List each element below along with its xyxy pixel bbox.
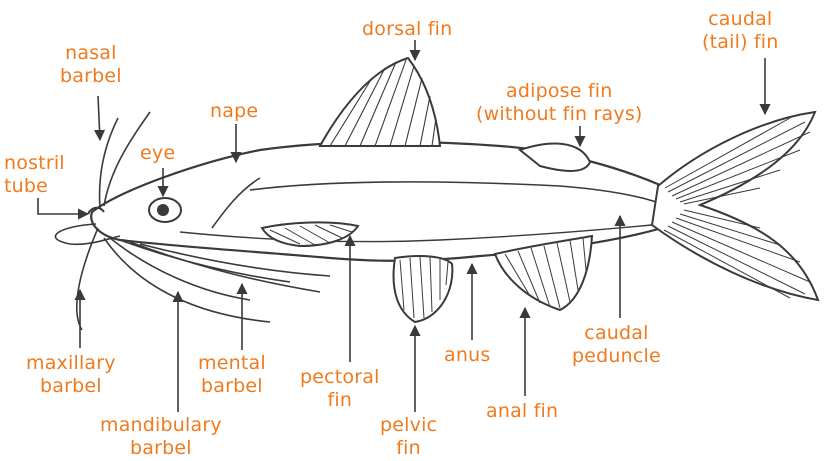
label-mental-barbel: mental barbel xyxy=(198,352,266,398)
label-nape: nape xyxy=(210,100,258,123)
label-maxillary-barbel-line-1: maxillary xyxy=(26,352,116,375)
label-caudal-fin-line-2: (tail) fin xyxy=(702,31,779,54)
label-mandibulary-barbel: mandibulary barbel xyxy=(100,414,222,460)
label-pectoral-fin-line-1: pectoral xyxy=(300,366,380,389)
eye-pupil xyxy=(157,204,169,216)
label-nostril-tube-line-1: nostril xyxy=(4,152,65,175)
label-pectoral-fin-line-2: fin xyxy=(300,389,380,412)
label-caudal-fin-line-1: caudal xyxy=(702,8,779,31)
label-eye-line-1: eye xyxy=(140,142,175,165)
label-anus: anus xyxy=(444,344,490,367)
label-anal-fin-line-1: anal fin xyxy=(486,400,558,423)
label-dorsal-fin-line-1: dorsal fin xyxy=(362,18,452,41)
label-nasal-barbel: nasal barbel xyxy=(60,42,122,88)
label-maxillary-barbel: maxillary barbel xyxy=(26,352,116,398)
label-pelvic-fin: pelvic fin xyxy=(380,414,437,460)
label-mental-barbel-line-1: mental xyxy=(198,352,266,375)
label-caudal-peduncle-line-1: caudal xyxy=(572,322,661,345)
label-eye: eye xyxy=(140,142,175,165)
label-anal-fin: anal fin xyxy=(486,400,558,423)
label-nostril-tube: nostril tube xyxy=(4,152,65,198)
label-nasal-barbel-line-2: barbel xyxy=(60,65,122,88)
label-adipose-fin: adipose fin (without fin rays) xyxy=(476,80,643,126)
nasal-barbel xyxy=(100,118,118,208)
label-mental-barbel-line-2: barbel xyxy=(198,375,266,398)
label-adipose-fin-line-1: adipose fin xyxy=(476,80,643,103)
label-anus-line-1: anus xyxy=(444,344,490,367)
label-pelvic-fin-line-2: fin xyxy=(380,437,437,460)
label-adipose-fin-line-2: (without fin rays) xyxy=(476,103,643,126)
arrow-nostril-tube xyxy=(38,198,88,214)
label-pelvic-fin-line-1: pelvic xyxy=(380,414,437,437)
label-pectoral-fin: pectoral fin xyxy=(300,366,380,412)
label-nasal-barbel-line-1: nasal xyxy=(60,42,122,65)
label-mandibulary-barbel-line-2: barbel xyxy=(100,437,222,460)
label-maxillary-barbel-line-2: barbel xyxy=(26,375,116,398)
label-caudal-peduncle: caudal peduncle xyxy=(572,322,661,368)
label-caudal-fin: caudal (tail) fin xyxy=(702,8,779,54)
label-dorsal-fin: dorsal fin xyxy=(362,18,452,41)
label-mandibulary-barbel-line-1: mandibulary xyxy=(100,414,222,437)
label-caudal-peduncle-line-2: peduncle xyxy=(572,345,661,368)
label-nostril-tube-line-2: tube xyxy=(4,175,65,198)
label-nape-line-1: nape xyxy=(210,100,258,123)
arrow-nasal-barbel xyxy=(98,96,100,140)
